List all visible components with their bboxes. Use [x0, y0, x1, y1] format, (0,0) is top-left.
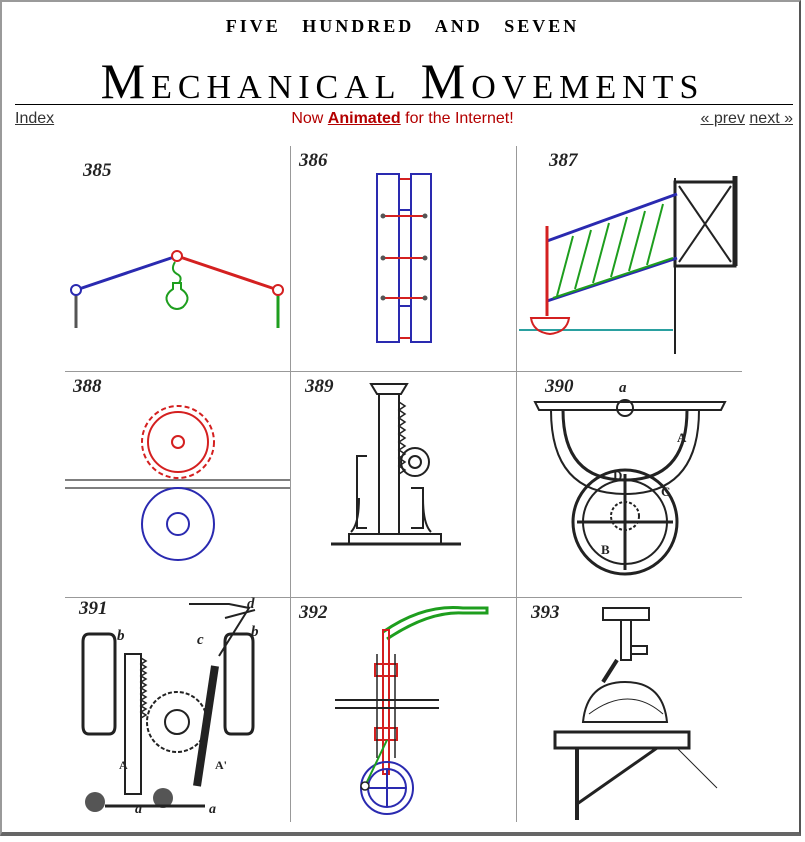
- label-A: A: [119, 758, 128, 772]
- diagram-393: [553, 607, 718, 820]
- label-D: D: [613, 468, 623, 483]
- movement-number: 390: [545, 376, 574, 397]
- label-d: d: [247, 596, 255, 612]
- diagram-391: [81, 603, 256, 812]
- movement-grid: 385 386: [65, 146, 742, 822]
- animated-link[interactable]: Animated: [327, 110, 401, 127]
- index-link[interactable]: Index: [15, 110, 55, 127]
- movement-number: 387: [549, 150, 578, 171]
- diagram-387: [519, 176, 738, 354]
- movement-389[interactable]: 389: [291, 372, 516, 597]
- label-b2: b: [251, 624, 259, 640]
- tagline: Now Animated for the Internet!: [291, 110, 514, 127]
- grid-lines: [65, 146, 742, 822]
- diagram-392: [335, 606, 489, 815]
- movement-390[interactable]: 390 a A D C B: [517, 372, 742, 597]
- label-B: B: [601, 542, 610, 557]
- prev-next-nav: « prev next »: [700, 110, 793, 128]
- label-A: A: [677, 430, 687, 445]
- movement-385[interactable]: 385: [65, 146, 290, 371]
- header-rule: [15, 104, 793, 105]
- diagram-385: [70, 250, 284, 328]
- label-a: a: [135, 802, 142, 817]
- diagram-389: [331, 383, 461, 546]
- movement-number: 386: [299, 150, 328, 171]
- movement-number: 392: [299, 602, 328, 623]
- movement-393[interactable]: 393: [517, 598, 742, 823]
- movement-387[interactable]: 387: [517, 146, 742, 371]
- diagram-386: [376, 173, 432, 343]
- label-A-prime: A': [215, 758, 227, 772]
- next-link[interactable]: next »: [749, 110, 793, 127]
- subtitle: FIVE HUNDRED AND SEVEN: [225, 16, 580, 36]
- label-b: b: [117, 628, 125, 644]
- movement-392[interactable]: 392: [291, 598, 516, 823]
- label-C: C: [661, 484, 671, 499]
- movement-number: 389: [305, 376, 334, 397]
- movement-388[interactable]: 388: [65, 372, 290, 597]
- diagram-388: [65, 405, 290, 561]
- diagram-390: [533, 399, 727, 576]
- movement-number: 388: [73, 376, 102, 397]
- index-nav: Index: [15, 110, 54, 128]
- label-a: a: [619, 380, 627, 396]
- page-title: MECHANICAL MOVEMENTS: [100, 53, 705, 109]
- prev-link[interactable]: « prev: [700, 110, 745, 127]
- movement-386[interactable]: 386: [291, 146, 516, 371]
- movement-number: 391: [79, 598, 108, 619]
- label-c: c: [197, 632, 204, 648]
- movement-number: 393: [531, 602, 560, 623]
- label-a2: a: [209, 802, 216, 817]
- movement-391[interactable]: 391 b b c d A A' a a: [65, 596, 290, 823]
- movement-number: 385: [83, 160, 112, 181]
